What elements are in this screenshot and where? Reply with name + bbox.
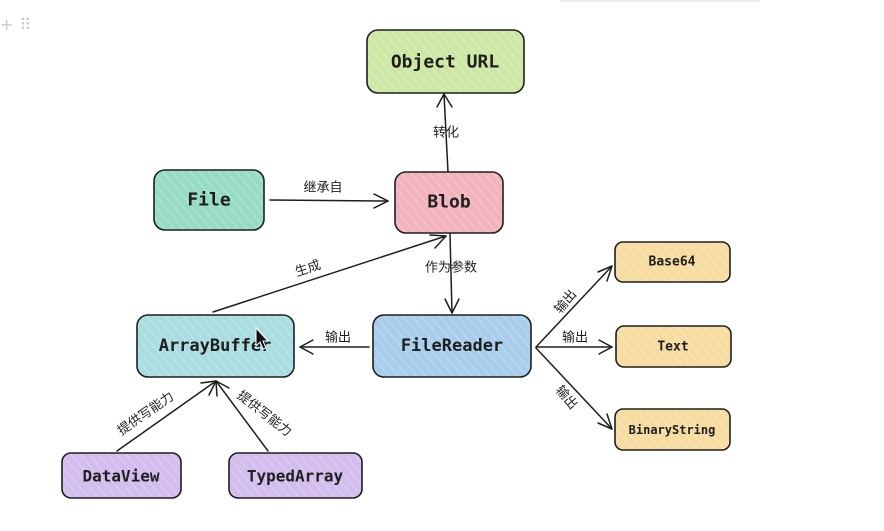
node-blob[interactable]: Blob xyxy=(394,171,504,234)
edge-blob-to-filereader xyxy=(444,233,460,314)
node-filereader[interactable]: FileReader xyxy=(372,314,532,378)
node-binarystring[interactable]: BinaryString xyxy=(614,408,731,451)
node-text-label: Text xyxy=(657,340,688,355)
plus-icon[interactable]: + xyxy=(0,15,14,34)
edge-label-file-to-blob: 继承自 xyxy=(303,181,342,196)
edge-label-filereader-to-arraybuffer: 输出 xyxy=(325,330,351,346)
edge-typedarray-to-arraybuffer xyxy=(215,380,269,452)
edge-filereader-to-arraybuffer xyxy=(299,339,370,355)
edge-filereader-to-base64 xyxy=(535,265,613,348)
node-base64[interactable]: Base64 xyxy=(614,241,731,283)
node-base64-label: Base64 xyxy=(649,255,696,270)
edge-file-to-blob xyxy=(269,193,389,209)
edge-blob-to-objecturl xyxy=(436,93,453,173)
edge-arraybuffer-to-blob xyxy=(212,234,447,313)
drag-handle-icon[interactable]: ⠿ xyxy=(19,15,32,34)
node-typedarray[interactable]: TypedArray xyxy=(228,452,363,499)
node-dataview-label: DataView xyxy=(82,467,159,486)
node-text[interactable]: Text xyxy=(615,325,732,368)
edge-label-filereader-to-binarystring: 输出 xyxy=(552,383,581,413)
edge-label-filereader-to-base64: 输出 xyxy=(551,287,580,317)
node-arraybuffer-label: ArrayBuffer xyxy=(159,336,272,356)
edge-label-arraybuffer-to-blob: 生成 xyxy=(293,258,322,280)
node-blob-label: Blob xyxy=(427,192,471,213)
node-filereader-label: FileReader xyxy=(401,336,503,356)
edge-label-typedarray-to-arraybuffer: 提供写能力 xyxy=(234,387,295,440)
node-arraybuffer[interactable]: ArrayBuffer xyxy=(136,314,295,378)
node-file-label: File xyxy=(187,190,231,211)
node-object-url-label: Object URL xyxy=(391,52,500,73)
edge-label-blob-to-objecturl: 转化 xyxy=(433,126,459,141)
top-scroll-indicator xyxy=(560,0,760,2)
node-file[interactable]: File xyxy=(153,169,265,231)
node-object-url[interactable]: Object URL xyxy=(366,29,525,94)
edge-filereader-to-binarystring xyxy=(535,347,613,430)
edge-filereader-to-text xyxy=(536,339,613,355)
edge-label-filereader-to-text: 输出 xyxy=(562,330,588,346)
node-binarystring-label: BinaryString xyxy=(629,423,716,437)
node-dataview[interactable]: DataView xyxy=(61,452,182,499)
node-typedarray-label: TypedArray xyxy=(247,467,344,486)
mouse-cursor-icon xyxy=(255,326,270,350)
canvas-toolbar: + ⠿ xyxy=(0,14,31,36)
edge-label-blob-to-filereader: 作为参数 xyxy=(425,260,477,276)
